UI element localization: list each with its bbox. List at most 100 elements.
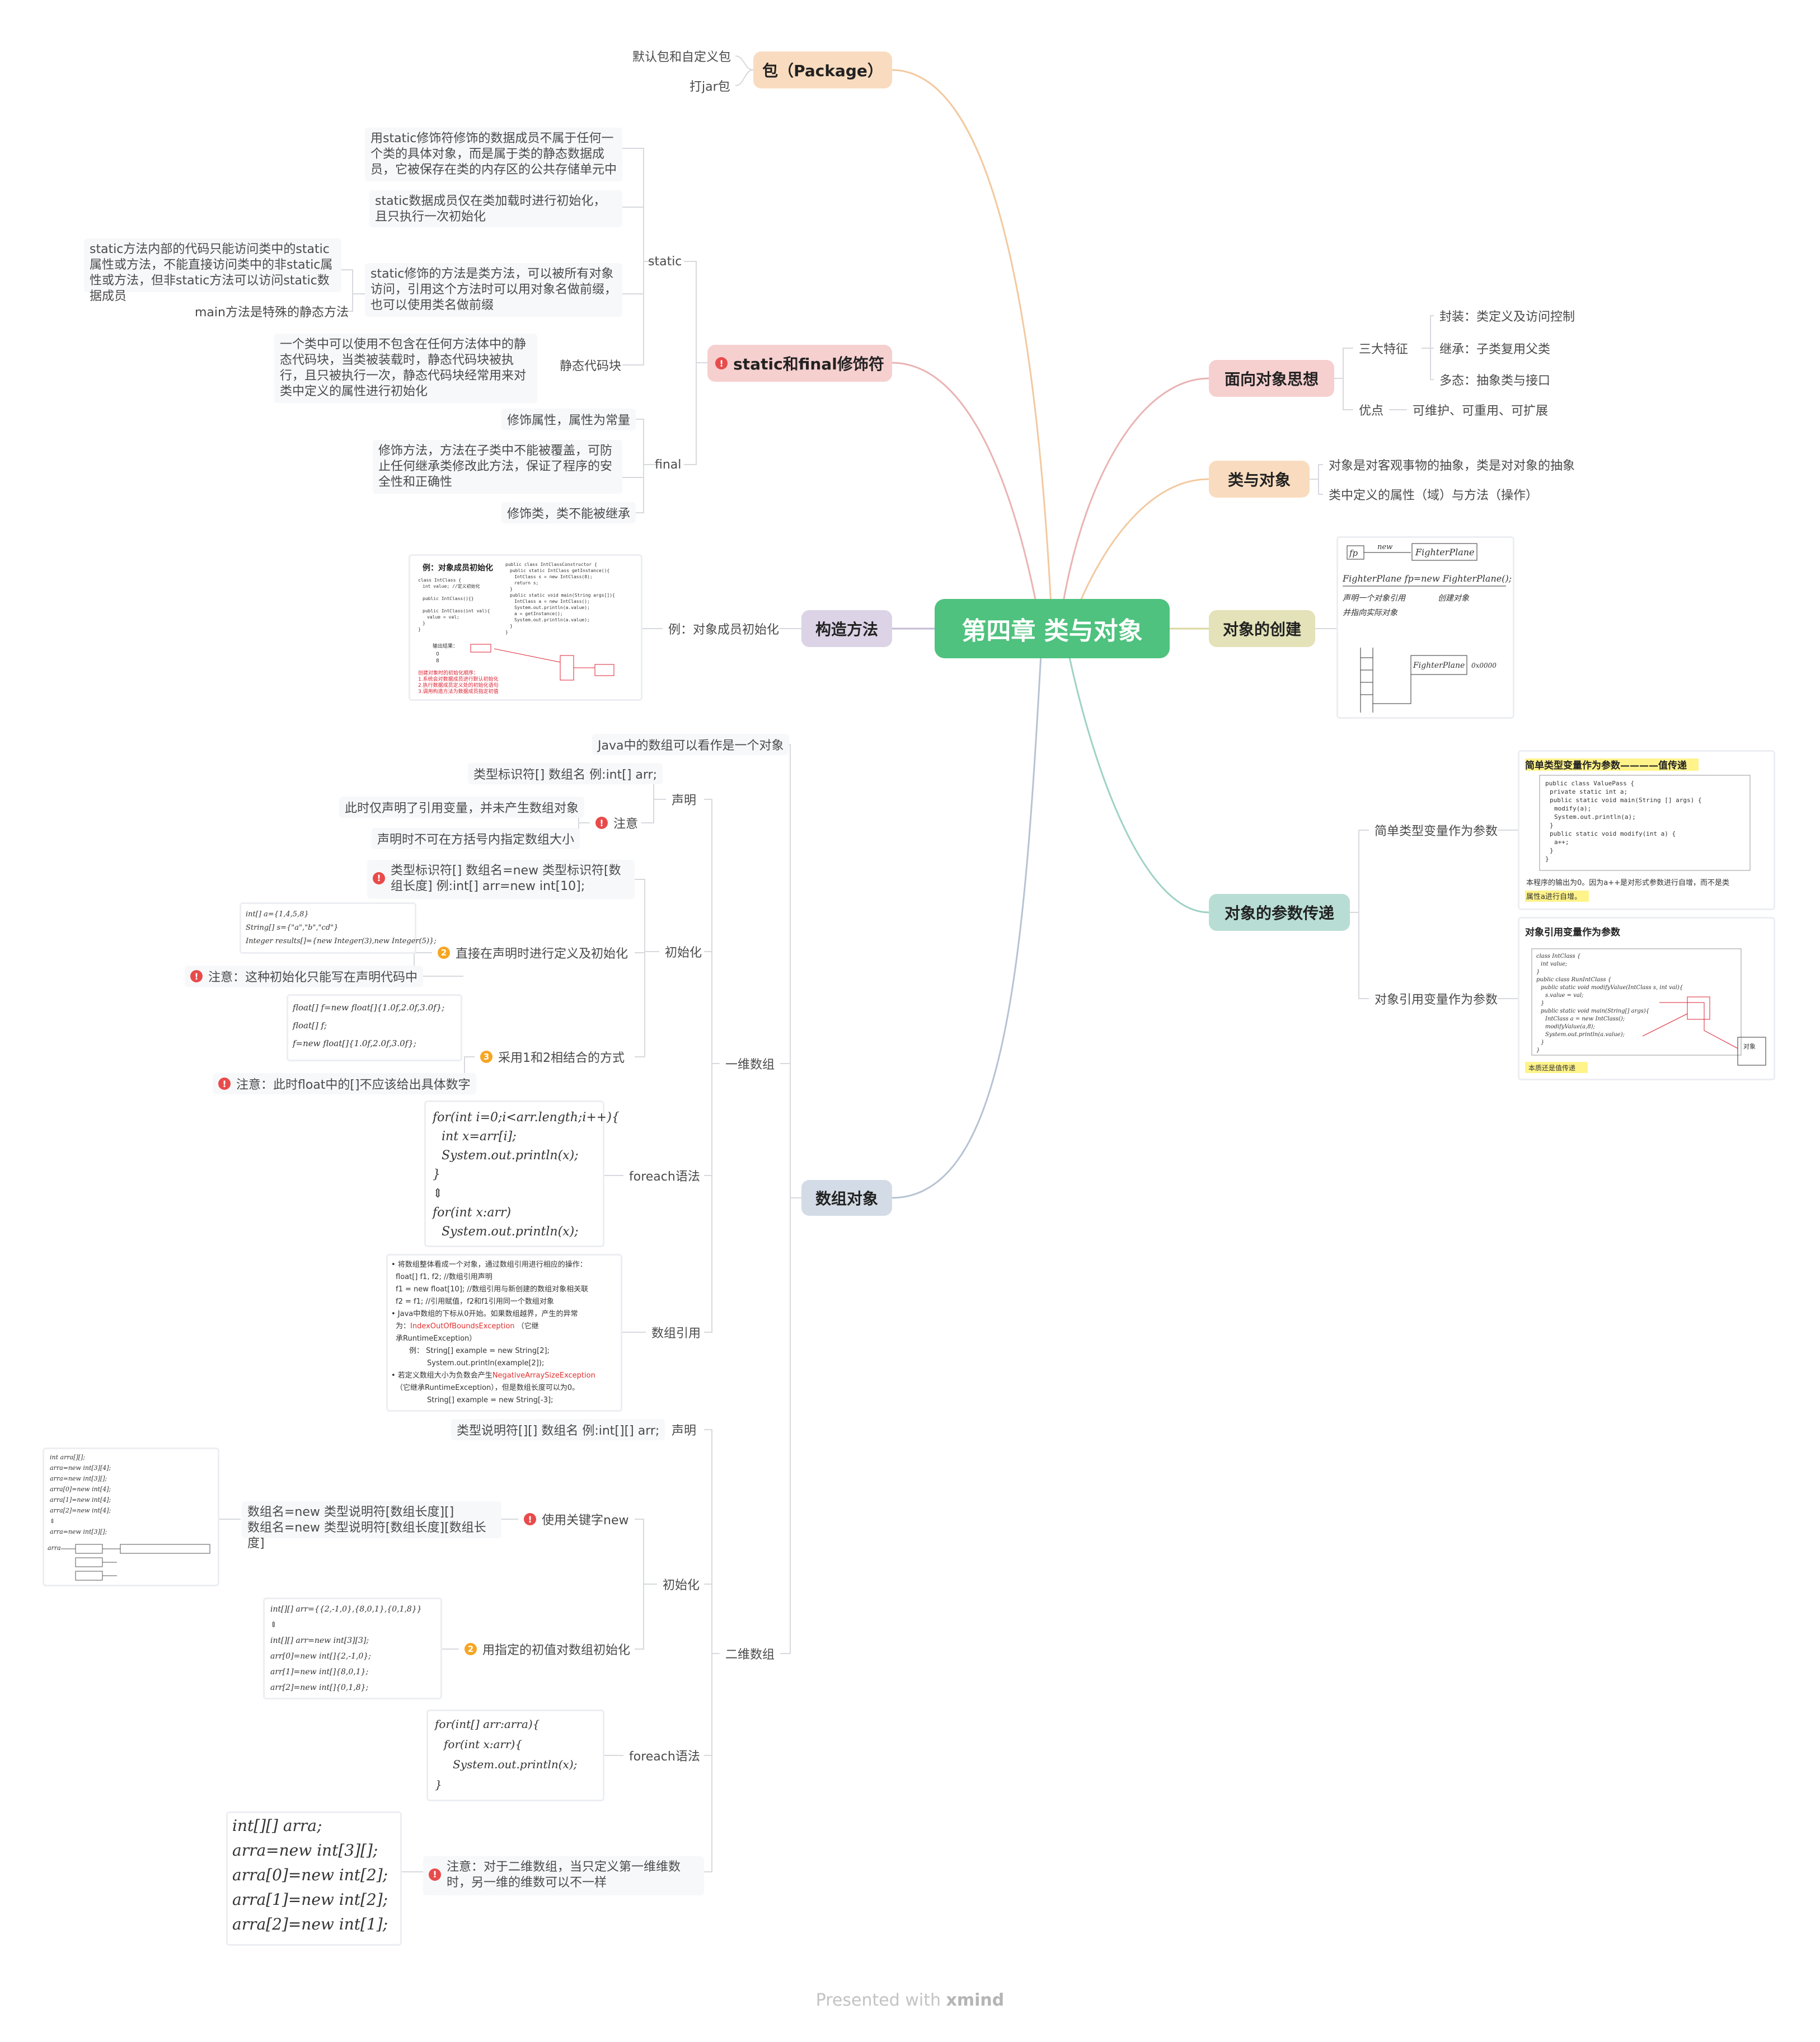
code-line: public IntClass(int val){ xyxy=(423,608,490,613)
array-2d-new-forms[interactable]: 数组名=new 类型说明符[数组长度][]数组名=new 类型说明符[数组长度]… xyxy=(242,1501,501,1551)
oop-advantage-value-text: 可维护、可重用、可扩展 xyxy=(1413,404,1549,418)
param-reference[interactable]: 对象引用变量作为参数 xyxy=(1369,989,1503,1009)
array-2d-declare-syntax[interactable]: 类型说明符[][] 数组名 例:int[][] arr; xyxy=(451,1419,665,1440)
static-main-note[interactable]: main方法是特殊的静态方法 xyxy=(189,301,354,321)
array-1d-init[interactable]: 初始化 xyxy=(659,942,707,962)
ce-arrows xyxy=(494,648,595,668)
array-1d-note-2[interactable]: 声明时不可在方括号内指定数组大小 xyxy=(372,828,580,849)
oop-feature-1[interactable]: 封装：类定义及访问控制 xyxy=(1434,306,1580,326)
topic-param[interactable]: 对象的参数传递 xyxy=(1209,894,1350,931)
topic-class-object[interactable]: 类与对象 xyxy=(1209,461,1310,498)
code-line: • 将数组整体看成一个对象，通过数组引用进行相应的操作： xyxy=(391,1260,587,1269)
code-line: public static void main(String [] args) … xyxy=(1550,797,1702,804)
topic-static-final[interactable]: !static和final修饰符 xyxy=(707,345,892,382)
array-1d-note-1[interactable]: 此时仅声明了引用变量，并未产生数组对象 xyxy=(339,797,585,818)
oop-feature-3[interactable]: 多态：抽象类与接口 xyxy=(1434,369,1556,390)
oop-advantage[interactable]: 优点 xyxy=(1353,400,1389,420)
static-block-label[interactable]: 静态代码块 xyxy=(554,355,627,375)
code-line: int[] a={1,4,5,8} xyxy=(246,910,309,919)
array-1d-init-note-1[interactable]: !注意：这种初始化只能写在声明代码中 xyxy=(185,966,424,987)
array-1d-note-1-text: 此时仅声明了引用变量，并未产生数组对象 xyxy=(345,802,579,816)
caption-highlight xyxy=(1525,1062,1588,1073)
new-form-1: 数组名=new 类型说明符[数组长度][数组长度] xyxy=(247,1521,486,1551)
declare-ref-text: 声明一个对象引用 xyxy=(1343,594,1406,603)
topic-oop[interactable]: 面向对象思想 xyxy=(1209,360,1334,397)
array-2d-foreach[interactable]: foreach语法 xyxy=(623,1745,706,1765)
code-line: 3.调用构造方法为数据成员指定初值 xyxy=(418,688,499,695)
static-method-note[interactable]: static方法内部的代码只能访问类中的static属性或方法，不能直接访问类中… xyxy=(84,238,341,303)
static-block-text[interactable]: 一个类中可以使用不包含在任何方法体中的静态代码块，当类被装载时，静态代码块被执行… xyxy=(274,334,537,403)
array-1d-declare-note[interactable]: !注意 xyxy=(590,813,644,833)
array-1d-declare[interactable]: 声明 xyxy=(666,789,702,809)
root-topic[interactable]: 第四章 类与对象 xyxy=(935,599,1170,658)
static-item-3[interactable]: static修饰的方法是类方法，可以被所有对象访问，引用这个方法时可以用对象名做… xyxy=(365,263,622,317)
static-block-label-text: 静态代码块 xyxy=(560,359,622,373)
code-line: } xyxy=(1541,1000,1544,1006)
topic-constructor[interactable]: 构造方法 xyxy=(801,610,892,647)
final-item-2[interactable]: 修饰方法，方法在子类中不能被覆盖，可防止任何继承类修改此方法，保证了程序的安全性… xyxy=(373,440,622,494)
constructor-example[interactable]: 例：对象成员初始化 xyxy=(663,619,785,639)
array-2d-init[interactable]: 初始化 xyxy=(657,1574,705,1594)
static-item-1[interactable]: 用static修饰符修饰的数据成员不属于任何一个类的具体对象，而是属于类的静态数… xyxy=(365,128,622,181)
array-2d-label[interactable]: 二维数组 xyxy=(720,1643,780,1664)
oop-feature-1-text: 封装：类定义及访问控制 xyxy=(1439,310,1575,324)
code-line: 为：IndexOutOfBoundsException （它继 xyxy=(396,1322,539,1331)
array-2d-declare[interactable]: 声明 xyxy=(666,1420,702,1440)
code-line: public static void modifyValue(IntClass … xyxy=(1541,985,1683,991)
topic-oop-label: 面向对象思想 xyxy=(1224,370,1319,388)
footer-brand: xmind xyxy=(946,1991,1005,2010)
array-2d-new-lines: int arra[][];arra=new int[3][4];arra=new… xyxy=(50,1454,111,1535)
array-2d-new-forms-text: 数组名=new 类型说明符[数组长度][]数组名=new 类型说明符[数组长度]… xyxy=(247,1505,496,1552)
final-item-3[interactable]: 修饰类，类不能被继承 xyxy=(501,502,636,523)
array-1d-init-note-2[interactable]: !注意：此时float中的[]不应该给出具体数字 xyxy=(213,1073,476,1094)
array-intro[interactable]: Java中的数组可以看作是一个对象 xyxy=(592,734,790,755)
warning-icon: ! xyxy=(190,970,203,982)
topic-creation[interactable]: 对象的创建 xyxy=(1209,610,1315,647)
topic-package[interactable]: 包（Package） xyxy=(753,51,892,88)
final-item-1[interactable]: 修饰属性，属性为常量 xyxy=(501,409,636,430)
code-line: int[][] arra; xyxy=(232,1816,322,1835)
code-line: Integer results[]={new Integer(3),new In… xyxy=(245,937,437,945)
code-line: arra=new int[3][]; xyxy=(232,1841,378,1860)
code-line: a++; xyxy=(1554,839,1569,846)
root-topic-label: 第四章 类与对象 xyxy=(961,617,1143,645)
code-line: public static void main(String args[]){ xyxy=(510,593,615,598)
code-line: System.out.println(x); xyxy=(442,1149,579,1163)
oop-feature-2[interactable]: 继承：子类复用父类 xyxy=(1434,338,1556,358)
static-item-2[interactable]: static数据成员仅在类加载时进行初始化，且只执行一次初始化 xyxy=(369,190,622,227)
oop-features[interactable]: 三大特征 xyxy=(1353,338,1414,358)
array-1d-init-2-text: 直接在声明时进行定义及初始化 xyxy=(456,947,628,961)
array-2d-note[interactable]: !注意：对于二维数组，当只定义第一维维数时，另一维的维数可以不一样 xyxy=(423,1856,704,1895)
code-line: class IntClass { xyxy=(418,578,461,583)
code-line: public static IntClass getInstance(){ xyxy=(510,568,609,573)
array-1d-foreach[interactable]: foreach语法 xyxy=(623,1165,706,1186)
code-line: System.out.println(a); xyxy=(1554,813,1636,821)
package-custom-label: 默认包和自定义包 xyxy=(632,50,731,64)
static-label[interactable]: static xyxy=(642,251,687,271)
package-custom[interactable]: 默认包和自定义包 xyxy=(627,46,737,66)
array-1d-declare-syntax[interactable]: 类型标识符[] 数组名 例:int[] arr; xyxy=(468,763,663,784)
param-simple[interactable]: 简单类型变量作为参数 xyxy=(1369,820,1503,840)
array-1d-foreach-text: foreach语法 xyxy=(629,1170,700,1184)
array-1d-ref[interactable]: 数组引用 xyxy=(646,1322,706,1342)
topic-array[interactable]: 数组对象 xyxy=(801,1180,892,1216)
ce-box xyxy=(560,655,574,681)
array-1d-label[interactable]: 一维数组 xyxy=(720,1053,780,1074)
code-line: public static void main(String[] args){ xyxy=(1541,1008,1650,1014)
package-jar[interactable]: 打jar包 xyxy=(684,76,736,96)
array-2d-init-new[interactable]: !使用关键字new xyxy=(518,1509,634,1529)
code-line: 2.执行数据成员定义处的初始化语句 xyxy=(418,682,499,689)
oop-advantage-value[interactable]: 可维护、可重用、可扩展 xyxy=(1407,400,1554,420)
code-line: 承RuntimeException） xyxy=(396,1334,476,1343)
array-init2-image: int[] a={1,4,5,8}String[] s={"a","b","cd… xyxy=(240,902,437,954)
footer: Presented with xmind xyxy=(0,1991,1820,2010)
code-line: ⇕ xyxy=(270,1621,277,1629)
array-1d-init-1[interactable]: !类型标识符[] 数组名=new 类型标识符[数组长度] 例:int[] arr… xyxy=(367,860,635,899)
code-line: arra[2]=new int[4]; xyxy=(50,1507,111,1514)
class-object-2[interactable]: 类中定义的属性（域）与方法（操作） xyxy=(1323,484,1544,504)
final-label[interactable]: final xyxy=(649,455,687,475)
class-object-1[interactable]: 对象是对客观事物的抽象，类是对对象的抽象 xyxy=(1323,455,1580,475)
